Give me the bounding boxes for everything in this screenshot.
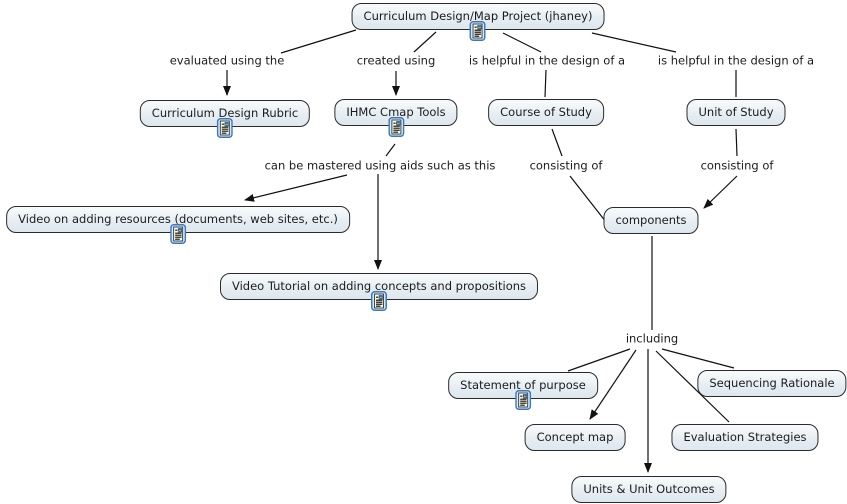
node-video-adding-resources[interactable]: Video on adding resources (documents, we…	[6, 206, 350, 233]
resource-icon[interactable]	[388, 117, 404, 137]
node-label: Video Tutorial on adding concepts and pr…	[231, 279, 527, 293]
edge-line	[385, 143, 396, 157]
node-label: IHMC Cmap Tools	[346, 105, 446, 119]
node-components[interactable]: components	[603, 207, 699, 234]
link-label-consisting-of-2[interactable]: consisting of	[698, 158, 776, 173]
link-label-evaluated-using-the[interactable]: evaluated using the	[167, 53, 287, 68]
node-label: Statement of purpose	[460, 378, 586, 392]
node-label: components	[615, 213, 687, 227]
node-sequencing-rationale[interactable]: Sequencing Rationale	[697, 370, 847, 397]
link-label-helpful-design-2[interactable]: is helpful in the design of a	[655, 53, 817, 68]
node-label: Evaluation Strategies	[683, 430, 807, 444]
node-curriculum-design-rubric[interactable]: Curriculum Design Rubric	[139, 100, 311, 127]
node-label: Concept map	[536, 430, 614, 444]
node-label: Video on adding resources (documents, we…	[18, 212, 338, 226]
node-label: Curriculum Design Rubric	[151, 106, 299, 120]
link-label-created-using[interactable]: created using	[354, 53, 438, 68]
edge-line	[280, 29, 357, 54]
node-ihmc-cmap-tools[interactable]: IHMC Cmap Tools	[334, 99, 458, 126]
resource-icon[interactable]	[371, 291, 387, 311]
edge-arrow	[244, 174, 348, 202]
edge-arrow	[703, 175, 738, 209]
node-course-of-study[interactable]: Course of Study	[488, 99, 604, 126]
node-label: Unit of Study	[698, 105, 774, 119]
node-curriculum-project[interactable]: Curriculum Design/Map Project (jhaney)	[351, 3, 605, 30]
edge-line	[544, 69, 547, 98]
link-label-including[interactable]: including	[623, 331, 681, 346]
link-label-consisting-of-1[interactable]: consisting of	[527, 158, 605, 173]
node-statement-of-purpose[interactable]: Statement of purpose	[448, 372, 598, 399]
edge-line	[591, 32, 677, 53]
edge-line	[413, 31, 437, 53]
link-label-helpful-design-1[interactable]: is helpful in the design of a	[466, 53, 628, 68]
edge-line	[567, 348, 631, 372]
node-concept-map[interactable]: Concept map	[524, 424, 626, 451]
node-label: Sequencing Rationale	[709, 376, 835, 390]
resource-icon[interactable]	[217, 118, 233, 138]
node-units-unit-outcomes[interactable]: Units & Unit Outcomes	[571, 476, 727, 503]
link-label-can-be-mastered[interactable]: can be mastered using aids such as this	[262, 158, 498, 173]
node-evaluation-strategies[interactable]: Evaluation Strategies	[671, 424, 819, 451]
resource-icon[interactable]	[470, 21, 486, 41]
resource-icon[interactable]	[515, 390, 531, 410]
node-video-tutorial[interactable]: Video Tutorial on adding concepts and pr…	[219, 273, 539, 300]
edge-line	[661, 348, 735, 369]
node-label: Units & Unit Outcomes	[583, 482, 715, 496]
resource-icon[interactable]	[170, 224, 186, 244]
node-label: Course of Study	[500, 105, 592, 119]
edge-line	[569, 175, 607, 223]
node-label: Curriculum Design/Map Project (jhaney)	[363, 9, 593, 23]
edge-line	[551, 128, 563, 157]
edge-line	[502, 32, 542, 53]
node-unit-of-study[interactable]: Unit of Study	[686, 99, 786, 126]
edge-line	[735, 128, 738, 157]
